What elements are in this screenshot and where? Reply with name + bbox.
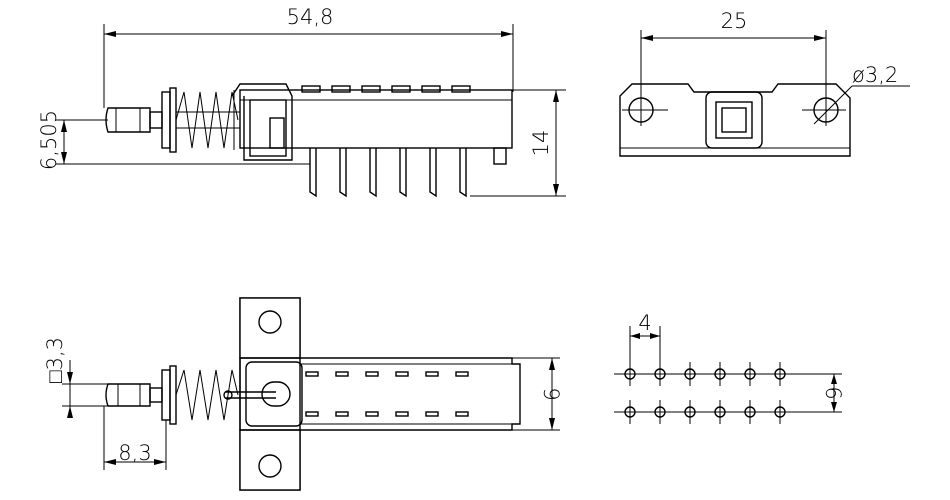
end-view: 25 ø3,2 xyxy=(619,9,910,157)
pcb-footprint: 4 6 xyxy=(614,311,845,424)
dim-row-spacing: 6 xyxy=(821,386,845,399)
side-view: 54,8 xyxy=(37,5,566,198)
dim-pin-pitch: 4 xyxy=(638,311,651,335)
dim-button-offset: 6,505 xyxy=(37,110,61,170)
dim-button-length: 8,3 xyxy=(118,441,151,465)
dim-height: 14 xyxy=(529,130,553,157)
dim-width: 9 xyxy=(539,387,563,400)
dim-hole-diameter: ø3,2 xyxy=(852,63,898,87)
dim-hole-spacing: 25 xyxy=(721,9,748,33)
top-view: □3,3 8,3 9 xyxy=(43,297,563,491)
dim-overall-length: 54,8 xyxy=(287,5,334,29)
dim-button-square: □3,3 xyxy=(43,337,67,383)
